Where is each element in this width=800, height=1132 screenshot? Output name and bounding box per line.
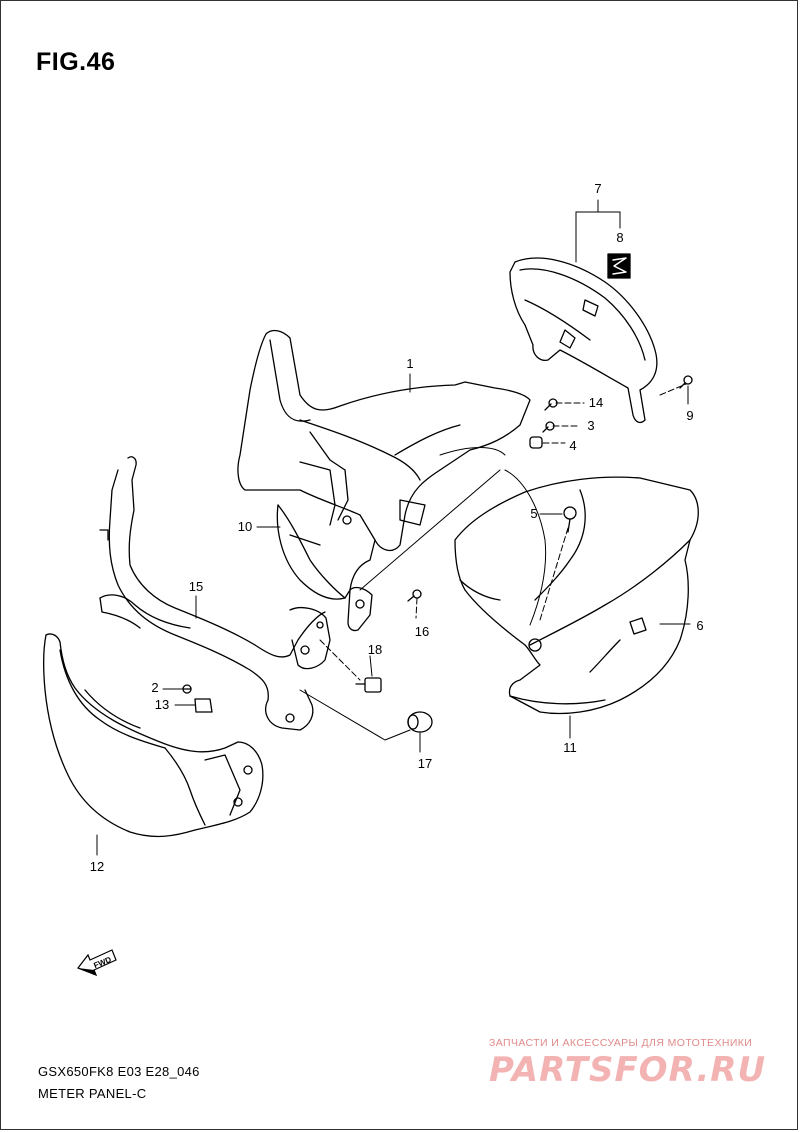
callout-14: 14 — [589, 395, 603, 410]
callout-9: 9 — [686, 408, 693, 423]
callout-15: 15 — [189, 579, 203, 594]
callout-3: 3 — [587, 418, 594, 433]
part-screw-16 — [407, 589, 422, 602]
part-lower-cowl-12 — [42, 633, 264, 838]
callout-17: 17 — [418, 756, 432, 771]
part-lower-panel-10 — [276, 504, 376, 600]
part-screw-5 — [563, 506, 577, 533]
fwd-direction-arrow-icon: FWD — [77, 949, 117, 977]
assembly-dashed-lines — [319, 383, 687, 681]
part-clip-13 — [194, 698, 213, 713]
callout-13: 13 — [155, 697, 169, 712]
part-screw-2 — [182, 684, 192, 694]
part-collar-4 — [529, 436, 543, 449]
watermark-logo: PARTSFOR.RU — [489, 1050, 767, 1090]
callout-5: 5 — [530, 506, 537, 521]
part-meter-cover-7 — [509, 257, 658, 424]
callout-10: 10 — [238, 519, 252, 534]
part-emblem-8 — [607, 253, 631, 279]
part-bolt-18 — [355, 677, 382, 693]
callout-7: 7 — [594, 181, 601, 196]
callout-2: 2 — [151, 680, 158, 695]
part-side-cowl-11 — [454, 476, 699, 715]
leader-lines — [96, 199, 691, 856]
part-bolt-14 — [544, 398, 558, 411]
callout-18: 18 — [368, 642, 382, 657]
part-grommet-17 — [407, 711, 433, 733]
callout-1: 1 — [406, 356, 413, 371]
callout-12: 12 — [90, 859, 104, 874]
section-name: METER PANEL-C — [38, 1086, 147, 1101]
figure-title: FIG.46 — [36, 48, 116, 76]
callout-6: 6 — [696, 618, 703, 633]
callout-16: 16 — [415, 624, 429, 639]
part-bolt-3 — [542, 421, 555, 433]
part-inner-panel-1 — [237, 329, 531, 552]
callout-4: 4 — [569, 438, 576, 453]
model-code: GSX650FK8 E03 E28_046 — [38, 1064, 200, 1079]
harness-line — [299, 447, 547, 741]
part-meter-bracket-15 — [99, 456, 373, 731]
callout-labels: 7 8 1 14 3 4 9 5 10 15 16 6 18 2 13 11 1… — [90, 181, 704, 874]
callout-11: 11 — [563, 740, 577, 755]
callout-8: 8 — [616, 230, 623, 245]
watermark-tagline: ЗАПЧАСТИ И АКСЕССУАРЫ ДЛЯ МОТОТЕХНИКИ — [489, 1037, 753, 1049]
